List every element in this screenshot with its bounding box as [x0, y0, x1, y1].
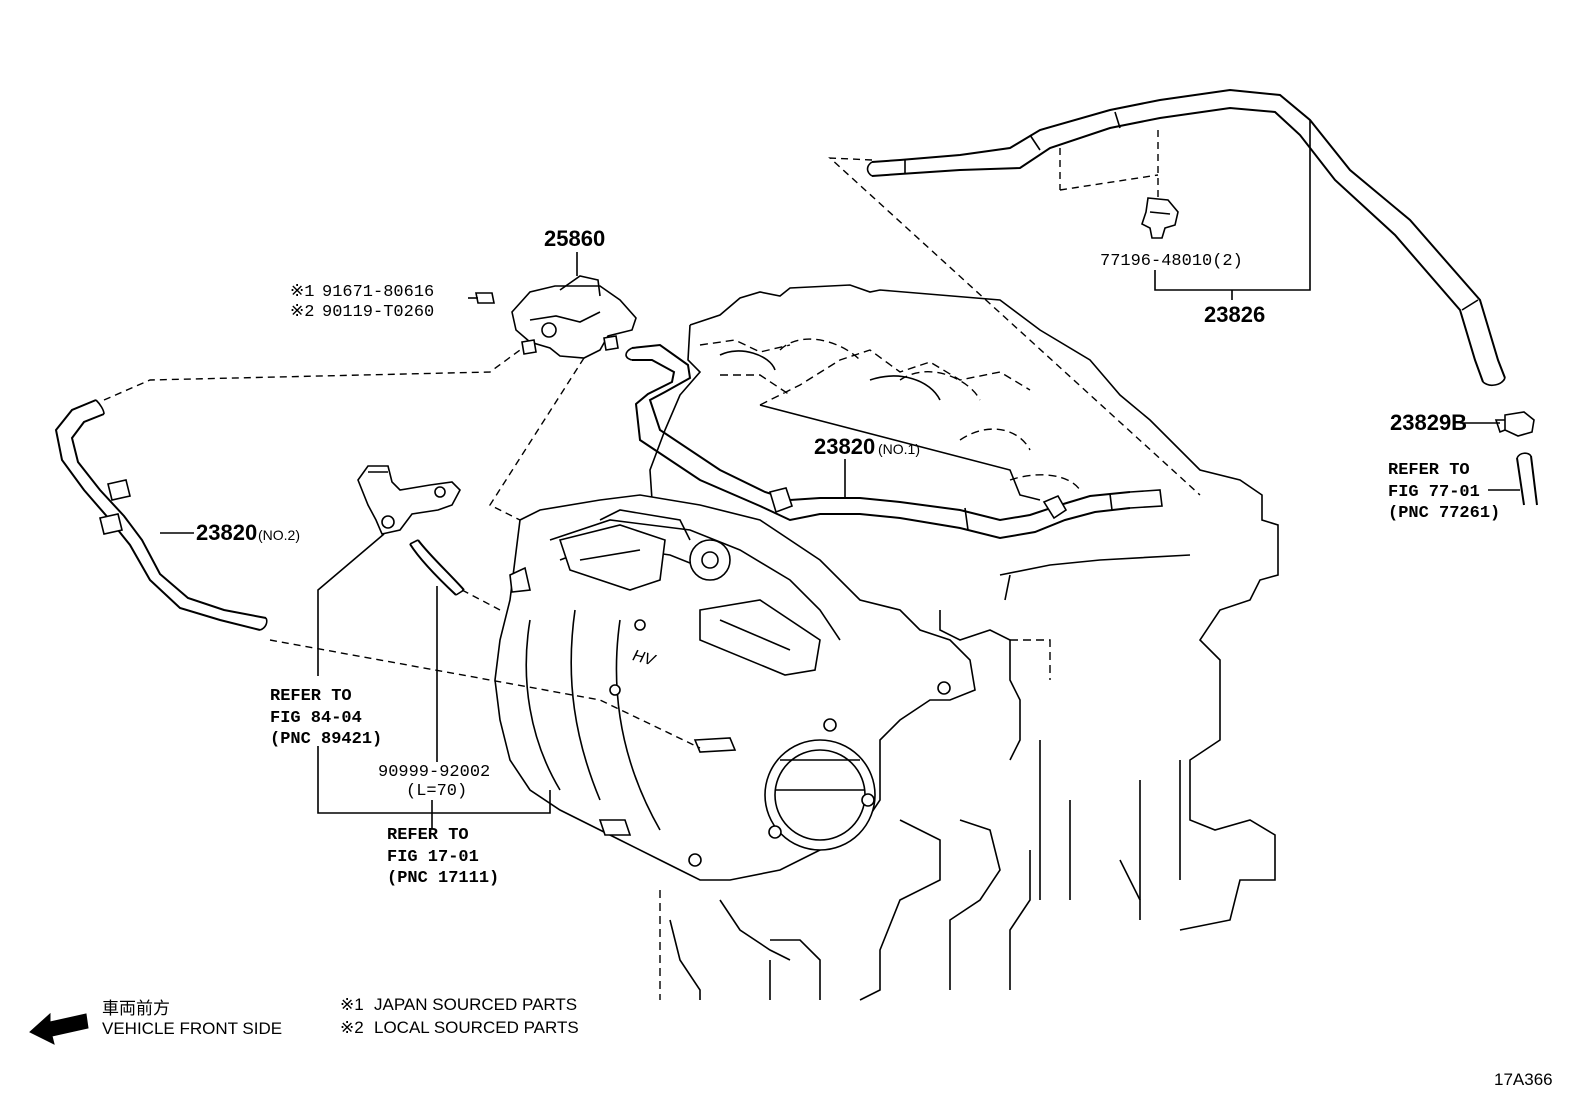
clamp-23829b	[1494, 411, 1535, 437]
leader-fig84	[317, 533, 385, 676]
legend-front-en: VEHICLE FRONT SIDE	[102, 1019, 282, 1038]
refer-fig17-line1: REFER TO	[387, 826, 469, 845]
label-90119-T0260: 90119-T0260	[322, 303, 434, 322]
mark-2: ※2	[290, 303, 314, 322]
refer-fig84-line2: FIG 84-04	[270, 709, 362, 728]
refer-fig77-line2: FIG 77-01	[1388, 483, 1480, 502]
leader-fig17	[317, 746, 551, 814]
legend-note1-mark: ※1	[340, 995, 364, 1014]
guide-vsv-manifold	[488, 357, 585, 521]
guide-no2-manifold	[269, 639, 701, 749]
legend-front-jp: 車両前方	[102, 999, 170, 1018]
refer-fig84-line3: (PNC 89421)	[270, 730, 382, 749]
label-23820-no1: 23820	[814, 434, 875, 459]
refer-fig17-line3: (PNC 17111)	[387, 869, 499, 888]
refer-fig17-line2: FIG 17-01	[387, 848, 479, 867]
mark-1: ※1	[290, 283, 314, 302]
guide-23826	[828, 157, 1201, 496]
sensor-89421	[357, 465, 461, 535]
intake-manifold: HV	[494, 494, 976, 881]
legend-note2-text: LOCAL SOURCED PARTS	[374, 1018, 579, 1037]
clip-77196-48010	[1059, 130, 1179, 239]
legend-note2-mark: ※2	[340, 1018, 364, 1037]
label-23820-no1-suffix: (NO.1)	[878, 441, 920, 457]
hose-23820-no1	[625, 343, 1163, 540]
label-23829b: 23829B	[1390, 410, 1467, 435]
guide-vsv-no2	[103, 349, 521, 401]
legend-note1-text: JAPAN SOURCED PARTS	[374, 995, 577, 1014]
label-23820-no2: 23820	[196, 520, 257, 545]
hose-23826	[866, 88, 1506, 387]
label-91671-80616: 91671-80616	[322, 283, 434, 302]
engine-hv-mark: HV	[631, 647, 658, 670]
label-90999-92002: 90999-92002	[378, 763, 490, 782]
vacuum-hose-90999	[409, 539, 465, 596]
label-90999-length: (L=70)	[406, 782, 467, 801]
hose-77261	[1516, 452, 1538, 506]
guide-vacuum-manifold	[461, 589, 501, 611]
label-23820-no2-suffix: (NO.2)	[258, 527, 300, 543]
refer-fig84-line1: REFER TO	[270, 687, 352, 706]
refer-fig77-line3: (PNC 77261)	[1388, 504, 1500, 523]
label-25860: 25860	[544, 226, 605, 251]
refer-fig77-line1: REFER TO	[1388, 461, 1470, 480]
hose-23820-no2	[54, 399, 268, 631]
vsv-25860	[468, 275, 637, 359]
figure-id: 17A366	[1494, 1070, 1553, 1089]
label-23826: 23826	[1204, 302, 1265, 327]
label-77196-48010: 77196-48010(2)	[1100, 252, 1243, 271]
front-arrow-icon	[29, 1012, 89, 1045]
engine-block	[649, 284, 1279, 1001]
